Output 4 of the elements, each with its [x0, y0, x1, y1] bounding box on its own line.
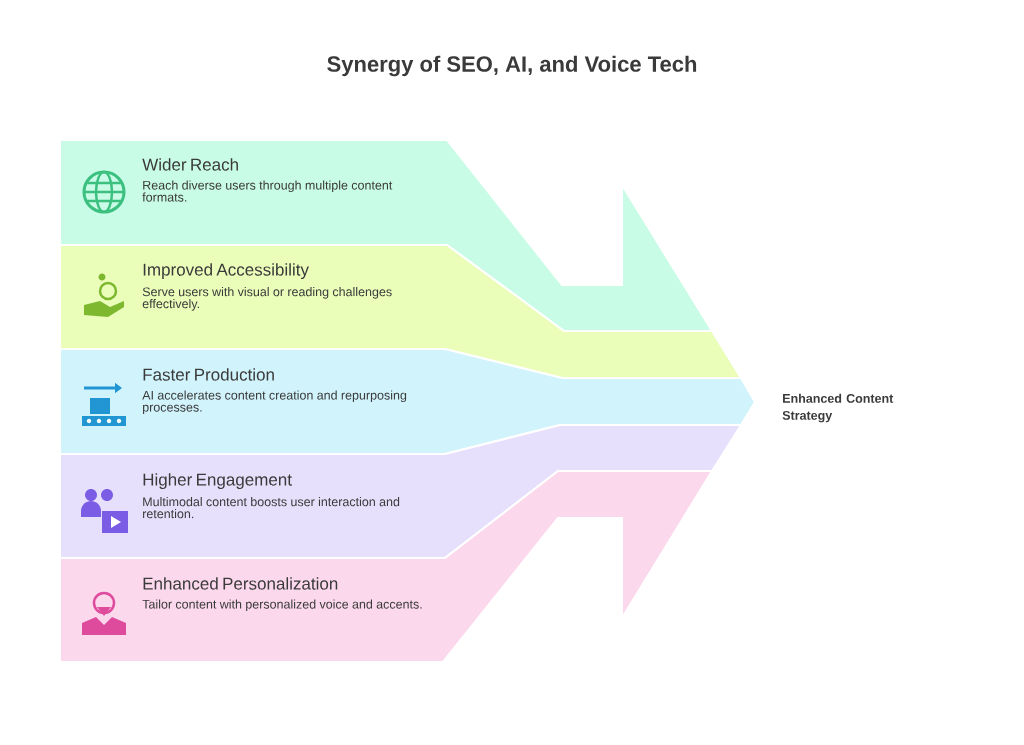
band: Faster Production AI accelerates content creation and repurposing processes.	[59, 348, 757, 455]
title: Synergy of SEO, AI, and Voice Tech	[327, 55, 697, 77]
result-label: Enhanced Content Strategy	[782, 393, 894, 423]
band: Higher Engagement Multimodal content boosts user interaction and retention.	[59, 424, 743, 559]
